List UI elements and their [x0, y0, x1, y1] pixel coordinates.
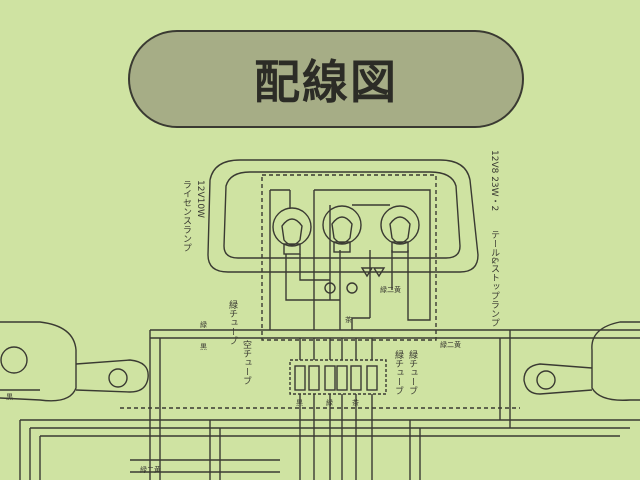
bulb-center-icon: [322, 205, 362, 253]
title-pill: [128, 30, 524, 128]
left-tube-upper-label: 空チューブ: [241, 340, 251, 385]
right-tube-lower-label: 緑チューブ: [407, 350, 417, 395]
wire-mark: 黒: [296, 399, 303, 407]
wire-mark: 緑: [326, 399, 333, 407]
right-tube-upper-label: 緑チューブ: [393, 350, 403, 395]
bulb-right-icon: [380, 205, 420, 253]
license-lamp-spec: 12V10W: [195, 180, 205, 218]
tail-lamp-housing: [207, 159, 479, 273]
wire-mark: 黒: [6, 393, 13, 401]
wire-mark: 緑二黄: [440, 341, 461, 349]
wire-mark: 黒: [200, 343, 207, 351]
wire-mark: 緑二黄: [380, 286, 401, 294]
tail-lamp-spec: 12V8 23W・2: [489, 150, 499, 212]
left-turn-signal-icon: [0, 321, 149, 402]
left-tube-lower-label: 緑チューブ: [227, 300, 237, 345]
right-turn-signal-icon: [523, 321, 640, 401]
harness-box-dashed: [261, 174, 437, 341]
page-title: 配線図: [254, 55, 398, 109]
wire-mark: 茶: [352, 399, 359, 407]
wire-mark: 緑: [200, 321, 207, 329]
bulb-left-icon: [272, 207, 312, 255]
tail-lamp-label: テール&ストップランプ: [489, 230, 499, 328]
license-lamp-label: ライセンスランプ: [181, 180, 191, 252]
connector-block: [289, 359, 387, 395]
wire-mark: 緑二黄: [140, 466, 161, 474]
wire-mark: 茶: [345, 316, 352, 324]
tail-lamp-inner-lens: [223, 171, 461, 259]
